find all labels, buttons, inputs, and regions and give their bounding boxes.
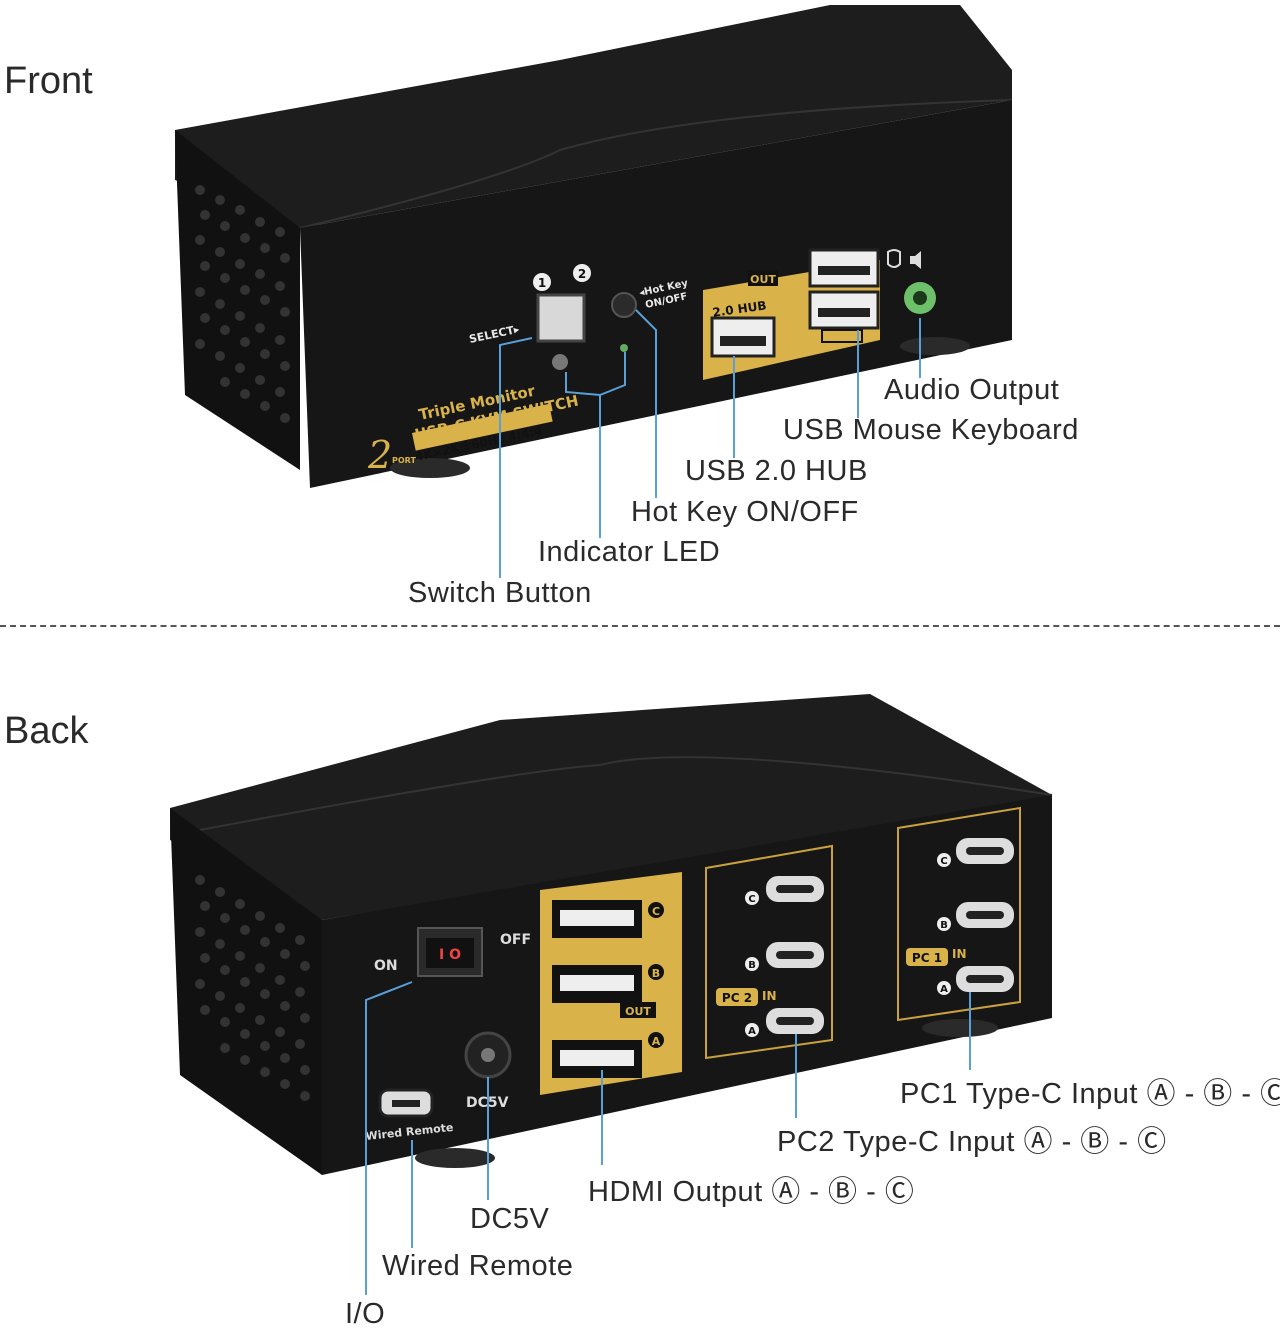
port-2-label: 2: [578, 267, 586, 281]
pc2-panel: [705, 844, 833, 1060]
power-switch-glyph: I O: [439, 947, 461, 963]
hdmi-b-letter: B: [652, 967, 660, 980]
pc1-b-letter: B: [940, 920, 948, 931]
back-section-title: Back: [4, 710, 89, 752]
pc1-a-letter: A: [940, 984, 948, 995]
callout-pc2-input: PC2 Type-C Input Ⓐ - Ⓑ - Ⓒ: [777, 1126, 1167, 1158]
off-text: OFF: [500, 932, 531, 948]
callout-indicator-led: Indicator LED: [538, 536, 721, 568]
back-device-illustration: I O ON OFF Wired Remote DC5V C B A OUT C…: [170, 694, 1053, 1295]
indicator-led-1: [552, 354, 568, 370]
pc2-c-letter: C: [748, 894, 755, 905]
pc1-port-b[interactable]: [956, 902, 1014, 928]
section-divider: [0, 625, 1280, 627]
port-word-text: PORT: [392, 456, 416, 465]
callout-usb-hub: USB 2.0 HUB: [685, 455, 868, 487]
pc1-in-label: IN: [952, 947, 967, 961]
pc2-b-letter: B: [748, 960, 756, 971]
speaker-icon: [910, 251, 921, 269]
port-1-label: 1: [538, 276, 546, 290]
hdmi-port-b[interactable]: [552, 965, 642, 1003]
hdmi-c-letter: C: [652, 905, 660, 918]
indicator-led-2: [620, 344, 628, 352]
pc1-c-letter: C: [940, 856, 947, 867]
callout-wired-remote: Wired Remote: [382, 1250, 574, 1282]
callout-switch-button: Switch Button: [408, 577, 592, 609]
hdmi-port-a[interactable]: [552, 1040, 642, 1078]
front-device-illustration: 1 2 SELECT▸ ◂Hot Key ON/OFF Triple Monit…: [175, 5, 1013, 578]
pc2-port-c[interactable]: [766, 876, 824, 902]
hdmi-out-label: OUT: [625, 1005, 651, 1018]
callout-io: I/O: [345, 1298, 386, 1330]
two-port-text: 2: [367, 433, 392, 477]
callout-hot-key: Hot Key ON/OFF: [631, 496, 859, 528]
select-switch-button[interactable]: [536, 293, 586, 343]
callout-hdmi-output: HDMI Output Ⓐ - Ⓑ - Ⓒ: [588, 1176, 915, 1208]
pc1-port-c[interactable]: [956, 838, 1014, 864]
callout-audio-output: Audio Output: [884, 374, 1060, 406]
pc1-label: PC 1: [912, 951, 942, 965]
callout-usb-mouse-keyboard: USB Mouse Keyboard: [783, 414, 1079, 446]
callout-dc5v: DC5V: [470, 1203, 550, 1235]
callout-pc1-input: PC1 Type-C Input Ⓐ - Ⓑ - Ⓒ: [900, 1078, 1280, 1110]
pc2-in-label: IN: [762, 989, 777, 1003]
pc2-port-a[interactable]: [766, 1008, 824, 1034]
pc2-label: PC 2: [722, 991, 752, 1005]
pc2-port-b[interactable]: [766, 942, 824, 968]
mouse-icon: [887, 249, 901, 268]
pc1-panel: [897, 806, 1021, 1022]
pc2-a-letter: A: [748, 1026, 756, 1037]
pc1-port-a[interactable]: [956, 966, 1014, 992]
hotkey-button[interactable]: [611, 292, 637, 318]
hdmi-a-letter: A: [652, 1035, 661, 1048]
front-section-title: Front: [4, 60, 93, 102]
on-text: ON: [374, 958, 398, 974]
out-label: OUT: [750, 273, 776, 286]
hdmi-port-c[interactable]: [552, 900, 642, 938]
keyboard-icon: [821, 329, 863, 343]
